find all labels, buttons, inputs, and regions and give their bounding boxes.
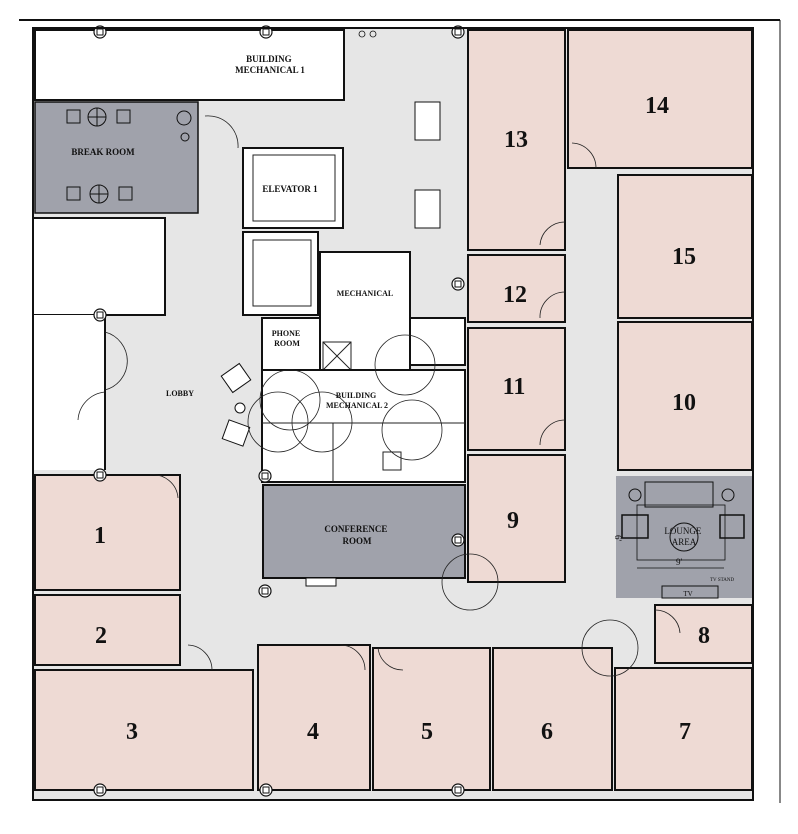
office-7-label: 7	[679, 719, 691, 745]
office-11[interactable]	[467, 327, 566, 451]
tv-label: TV	[683, 590, 692, 598]
elevator-1	[242, 147, 344, 229]
elevator-1-label: ELEVATOR 1	[262, 184, 318, 194]
conference-credenza	[305, 577, 337, 587]
office-5[interactable]	[372, 647, 491, 791]
equipment	[414, 101, 441, 141]
office-5-label: 5	[421, 719, 433, 745]
lobby-chair	[220, 362, 252, 394]
office-10[interactable]	[617, 321, 753, 471]
office-15[interactable]	[617, 174, 753, 319]
building-mechanical-1	[34, 29, 345, 101]
office-9-label: 9	[507, 508, 519, 534]
mechanical-room	[319, 251, 411, 371]
lobby-label: LOBBY	[166, 389, 194, 398]
column-icon	[259, 783, 273, 797]
lounge-chair	[719, 514, 745, 539]
mechanical-label: MECHANICAL	[337, 289, 393, 298]
building-mechanical-2	[261, 369, 466, 483]
door-swings	[77, 115, 681, 677]
office-3-label: 3	[126, 719, 138, 745]
office-13-label: 13	[504, 127, 528, 153]
office-6-label: 6	[541, 719, 553, 745]
break-room-furniture	[66, 107, 192, 204]
side-table	[721, 488, 735, 502]
office-6[interactable]	[492, 647, 613, 791]
lounge-dim-depth: 6'	[613, 535, 623, 542]
utility-room	[409, 317, 466, 366]
building-outline	[32, 27, 754, 801]
rug	[636, 504, 726, 561]
building-mechanical-1-label: BUILDING MECHANICAL 1	[235, 54, 305, 75]
column-icon	[451, 277, 465, 291]
tv-stand-label: TV STAND	[710, 578, 734, 583]
office-3[interactable]	[34, 669, 254, 791]
elevator-2-car	[252, 239, 312, 307]
office-11-label: 11	[503, 374, 526, 400]
office-14[interactable]	[567, 29, 753, 169]
office-13[interactable]	[467, 29, 566, 251]
column-icon	[258, 584, 272, 598]
office-14-label: 14	[645, 93, 669, 119]
column-icon	[451, 783, 465, 797]
office-8-label: 8	[698, 623, 710, 649]
conference-room	[262, 484, 466, 579]
office-8[interactable]	[654, 604, 753, 664]
office-12-label: 12	[503, 282, 527, 308]
tv-stand	[661, 585, 719, 599]
coffee-table	[669, 522, 699, 552]
sofa	[644, 481, 714, 508]
office-2-label: 2	[95, 623, 107, 649]
storage-area	[32, 217, 166, 316]
conference-room-label: CONFERENCE ROOM	[324, 524, 389, 546]
office-7[interactable]	[614, 667, 753, 791]
lounge-area	[616, 476, 752, 598]
break-room	[34, 101, 199, 214]
lobby-vestibule	[33, 315, 105, 470]
lounge-dim-width: 9'	[676, 557, 683, 567]
building-mechanical-2-label: BUILDING MECHANICAL 2	[326, 391, 388, 410]
side-table	[234, 402, 246, 414]
elevator-1-car	[252, 154, 336, 222]
lounge-chair	[621, 514, 649, 539]
column-icon	[93, 308, 107, 322]
office-12[interactable]	[467, 254, 566, 323]
office-10-label: 10	[672, 390, 696, 416]
column-icon	[451, 533, 465, 547]
office-1-label: 1	[94, 523, 106, 549]
office-4-label: 4	[307, 719, 319, 745]
equipment	[414, 189, 441, 229]
column-icon	[93, 783, 107, 797]
side-table	[628, 488, 642, 502]
column-icon	[93, 468, 107, 482]
office-15-label: 15	[672, 244, 696, 270]
elevator-2	[242, 231, 319, 316]
office-1[interactable]	[34, 474, 181, 591]
lobby-chair	[221, 419, 251, 447]
office-4[interactable]	[257, 644, 371, 791]
phone-room-label: PHONE ROOM	[272, 329, 302, 348]
break-room-label: BREAK ROOM	[71, 147, 135, 157]
office-2[interactable]	[34, 594, 181, 666]
lounge-area-label: LOUNGE AREA	[664, 526, 703, 547]
office-9[interactable]	[467, 454, 566, 583]
column-icon	[258, 469, 272, 483]
